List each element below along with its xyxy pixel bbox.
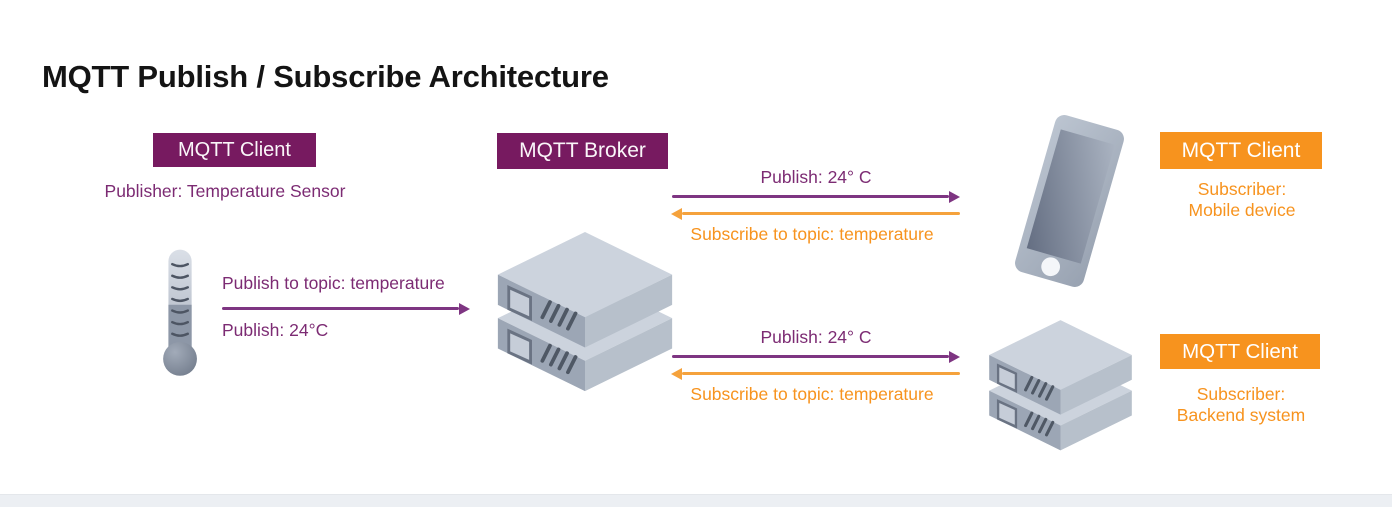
smartphone-icon bbox=[1015, 115, 1124, 287]
page-title: MQTT Publish / Subscribe Architecture bbox=[42, 58, 609, 94]
backend-subscribe-label: Subscribe to topic: temperature bbox=[690, 384, 934, 404]
publisher-client-badge: MQTT Client bbox=[153, 133, 316, 167]
page-bottom-strip bbox=[0, 494, 1392, 507]
backend-role-line1: Subscriber: bbox=[1196, 384, 1286, 404]
mobile-role-line1: Subscriber: bbox=[1197, 179, 1287, 199]
backend-client-badge: MQTT Client bbox=[1160, 334, 1320, 369]
mobile-publish-arrow bbox=[672, 195, 949, 198]
publish-topic-label: Publish to topic: temperature bbox=[222, 273, 445, 293]
backend-role-line2: Backend system bbox=[1176, 404, 1306, 425]
mobile-role-line2: Mobile device bbox=[1188, 199, 1296, 220]
mobile-subscribe-arrow bbox=[682, 212, 960, 215]
thermometer-icon bbox=[163, 249, 197, 376]
mobile-publish-label: Publish: 24° C bbox=[760, 167, 872, 187]
mobile-subscribe-label: Subscribe to topic: temperature bbox=[690, 224, 934, 244]
mobile-role-label: Subscriber: Mobile device bbox=[1153, 179, 1331, 220]
broker-server-icon bbox=[490, 232, 680, 393]
broker-badge: MQTT Broker bbox=[497, 133, 668, 169]
backend-publish-label: Publish: 24° C bbox=[760, 327, 872, 347]
backend-role-label: Subscriber: Backend system bbox=[1150, 384, 1332, 425]
backend-server-icon bbox=[983, 320, 1138, 452]
publisher-role-label: Publisher: Temperature Sensor bbox=[104, 181, 346, 201]
backend-subscribe-arrow bbox=[682, 372, 960, 375]
publish-value-label: Publish: 24°C bbox=[222, 320, 329, 340]
mobile-client-badge: MQTT Client bbox=[1160, 132, 1322, 169]
backend-publish-arrow bbox=[672, 355, 949, 358]
publish-arrow bbox=[222, 307, 459, 310]
